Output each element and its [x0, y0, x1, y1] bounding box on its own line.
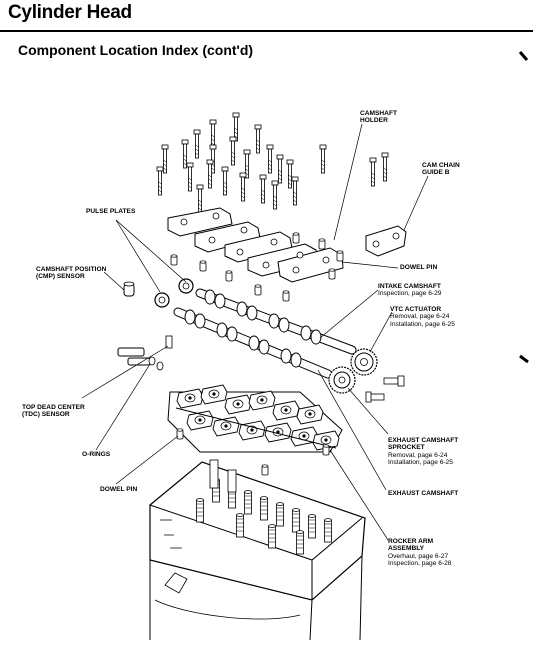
- label-tdc-sensor: TOP DEAD CENTER (TDC) SENSOR: [22, 404, 85, 419]
- page-subtitle: Component Location Index (cont'd): [18, 42, 254, 58]
- leader-lines: [81, 123, 429, 541]
- intake-camshaft: [195, 288, 357, 355]
- binding-mark-middle: [519, 354, 529, 364]
- label-rocker-arm-assembly: ROCKER ARM ASSEMBLY Overhaul, page 6-27 …: [388, 538, 452, 568]
- exhaust-camshaft-sprocket: [328, 366, 385, 403]
- cylinder-head: [149, 459, 366, 641]
- page-title: Cylinder Head: [8, 2, 132, 23]
- binding-mark-top: [518, 51, 529, 61]
- rocker-arm-assembly: [167, 384, 343, 453]
- label-exhaust-camshaft-sprocket: EXHAUST CAMSHAFT SPROCKET Removal, page …: [388, 437, 459, 467]
- vtc-actuator: [350, 348, 405, 387]
- camshaft-holders: [167, 207, 344, 283]
- camshaft-holder-bolts: [156, 112, 389, 214]
- label-cmp-sensor: CAMSHAFT POSITION (CMP) SENSOR: [36, 266, 107, 281]
- label-camshaft-holder: CAMSHAFT HOLDER: [360, 110, 397, 125]
- label-o-rings: O-RINGS: [82, 451, 111, 458]
- cmp-sensor: [123, 281, 135, 297]
- label-intake-camshaft: INTAKE CAMSHAFT Inspection, page 6-29: [378, 283, 442, 298]
- label-dowel-pin-lower: DOWEL PIN: [100, 486, 138, 493]
- exhaust-camshaft: [173, 307, 333, 379]
- tdc-sensor: [117, 335, 173, 371]
- label-cam-chain-guide-b: CAM CHAIN GUIDE B: [422, 162, 460, 177]
- title-rule: [0, 30, 533, 32]
- label-vtc-actuator: VTC ACTUATOR Removal, page 6-24 Installa…: [390, 306, 455, 328]
- pulse-plates: [154, 278, 194, 308]
- label-dowel-pin-upper: DOWEL PIN: [400, 264, 438, 271]
- label-exhaust-camshaft: EXHAUST CAMSHAFT: [388, 490, 459, 497]
- label-pulse-plates: PULSE PLATES: [86, 208, 136, 215]
- cam-chain-guide-b: [365, 225, 407, 257]
